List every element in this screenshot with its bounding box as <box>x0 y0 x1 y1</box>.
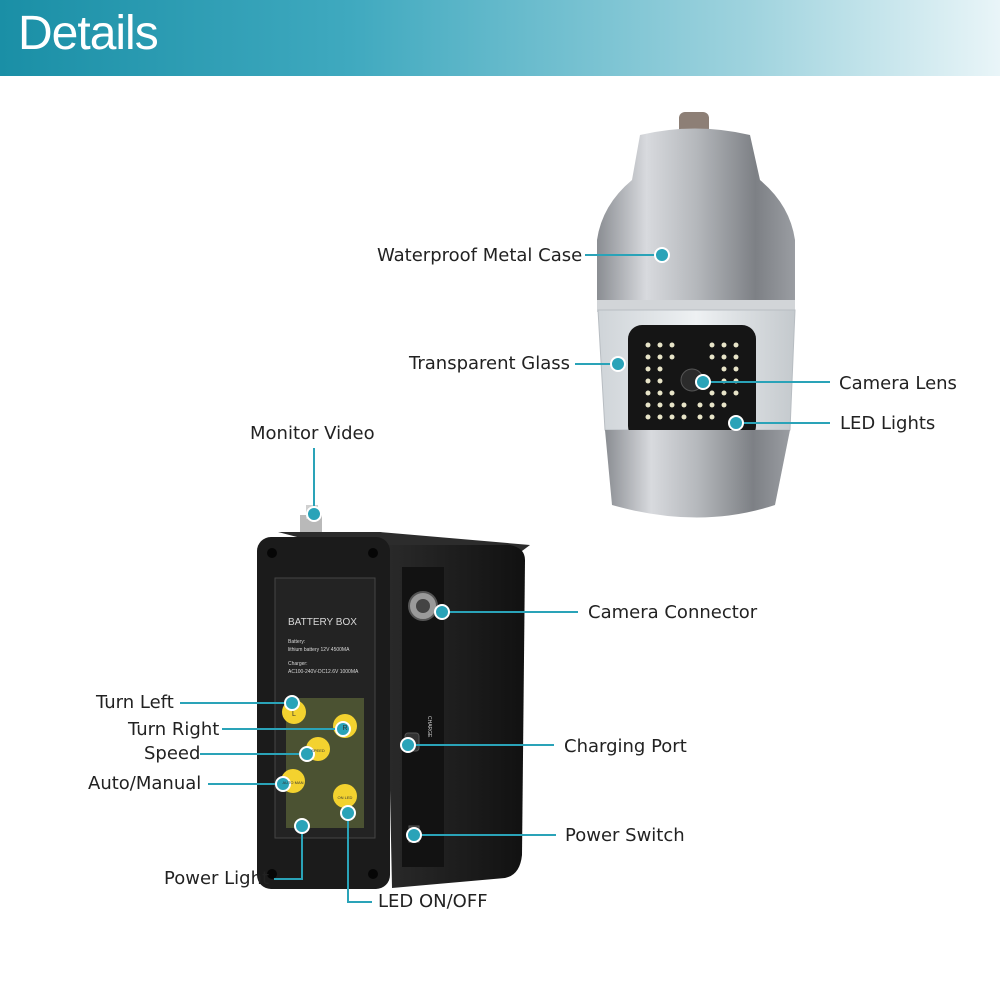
box-spec-line1: Battery: <box>288 639 305 645</box>
label-waterproof-case: Waterproof Metal Case <box>377 245 583 266</box>
box-spec-line3: Charger: <box>288 661 307 667</box>
battery-box <box>257 505 530 889</box>
page-title: Details <box>18 7 159 60</box>
label-transparent-glass: Transparent Glass <box>409 353 571 374</box>
label-led-lights: LED Lights <box>840 413 936 434</box>
label-turn-left: Turn Left <box>96 692 174 713</box>
leader-lines <box>180 254 830 903</box>
label-speed: Speed <box>144 743 201 764</box>
label-turn-right: Turn Right <box>128 719 220 740</box>
charge-text: CHARGE <box>426 716 432 738</box>
label-power-switch: Power Switch <box>565 825 685 846</box>
label-monitor-video: Monitor Video <box>250 423 375 444</box>
header-banner: Details <box>0 0 1000 76</box>
label-camera-connector: Camera Connector <box>588 602 758 623</box>
btn-speed-text: SPEED <box>311 748 325 753</box>
metal-case <box>597 128 795 305</box>
btn-right-text: R <box>342 725 347 732</box>
leader-dots <box>275 247 744 843</box>
btn-auto-text: AUTO MAN <box>282 780 303 785</box>
box-title-text: BATTERY BOX <box>288 617 357 628</box>
btn-left-text: L <box>292 711 296 718</box>
metal-base <box>605 430 790 518</box>
camera-unit <box>597 112 796 518</box>
label-led-on-off: LED ON/OFF <box>378 891 488 912</box>
label-charging-port: Charging Port <box>564 736 687 757</box>
btn-led-text: ON LED <box>338 795 353 800</box>
label-auto-manual: Auto/Manual <box>88 773 202 794</box>
box-spec-line2: lithium battery 12V 4500MA <box>288 647 350 653</box>
label-power-light: Power Light <box>164 868 270 889</box>
label-camera-lens: Camera Lens <box>839 373 957 394</box>
led-button <box>333 784 357 808</box>
box-spec-line4: AC100-240V-DC12.6V 1000MA <box>288 669 359 675</box>
